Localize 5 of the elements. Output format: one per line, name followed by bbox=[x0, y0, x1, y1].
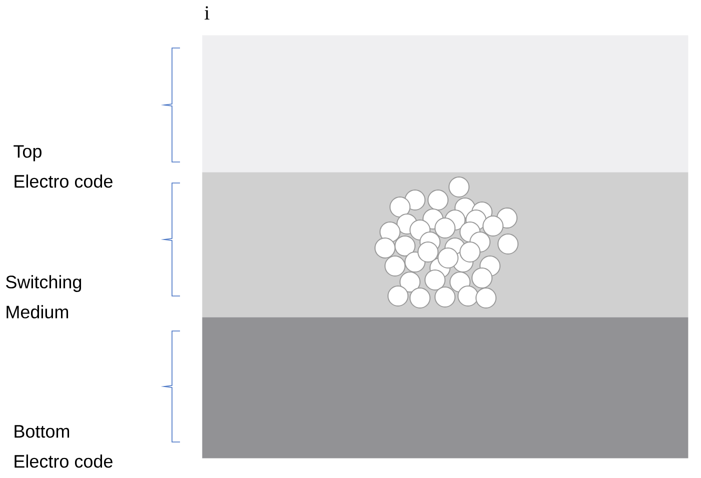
layer-band bbox=[202, 317, 688, 458]
layer-label: Bottom Electro code bbox=[14, 425, 112, 468]
layer-label: Switching Medium bbox=[6, 275, 82, 318]
layer-band bbox=[202, 35, 688, 172]
layer-label: Top Electro code bbox=[14, 145, 112, 188]
